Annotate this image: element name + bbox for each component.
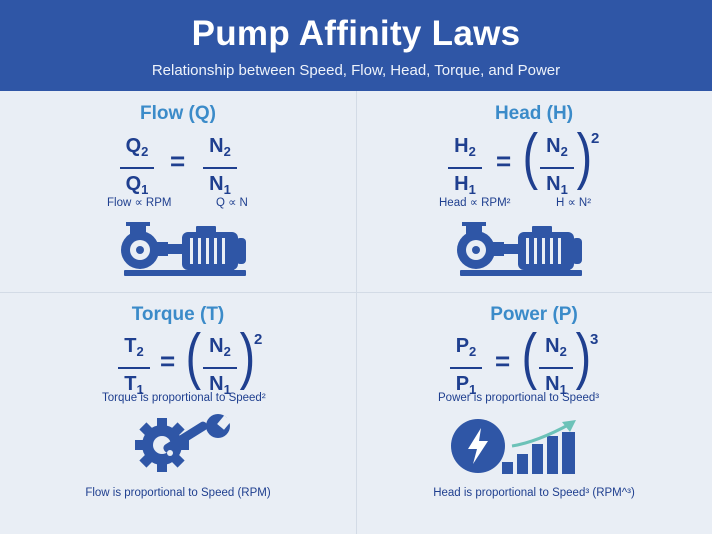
flow-equals: = [170, 146, 186, 176]
torque-ratio-left: T2 T1 [118, 334, 150, 402]
header-banner: Pump Affinity Laws Relationship between … [0, 0, 712, 91]
power-equals: = [495, 346, 511, 376]
power-ratio-right: N2 N1 [539, 334, 573, 402]
torque-right-paren: ) [239, 322, 256, 391]
torque-note: Torque is proportional to Speed² [102, 392, 266, 404]
flow-ratio-left: Q2 Q1 [120, 134, 154, 202]
head-left-paren: ( [522, 122, 539, 191]
head-right-paren: ) [576, 122, 593, 191]
lightning-bolt-icon [451, 419, 505, 473]
power-right-paren: ) [575, 322, 592, 391]
torque-ratio-right: N2 N1 [203, 334, 237, 402]
power-caption: Head is proportional to Speed³ (RPM^³) [433, 487, 635, 499]
head-ratio-right: N2 N1 [540, 134, 574, 202]
vertical-divider [356, 91, 357, 534]
torque-caption: Flow is proportional to Speed (RPM) [85, 487, 271, 499]
pump-motor-icon [121, 222, 246, 276]
torque-title: Torque (T) [131, 304, 225, 325]
power-note: Power is proportional to Speed³ [438, 392, 600, 404]
flow-note-left: Flow ∝ RPM [107, 197, 172, 209]
horizontal-divider [0, 292, 712, 293]
head-ratio-left: H2 H1 [448, 134, 482, 202]
head-note-left: Head ∝ RPM² [439, 197, 511, 209]
power-ratio-left: P2 P1 [450, 334, 482, 402]
flow-title: Flow (Q) [140, 103, 216, 124]
power-exponent: 3 [590, 331, 599, 348]
power-title: Power (P) [490, 304, 578, 325]
gear-wrench-icon [135, 414, 232, 472]
power-left-paren: ( [521, 322, 538, 391]
bar-chart-trend-icon [502, 420, 576, 474]
flow-note-right: Q ∝ N [216, 197, 248, 209]
torque-exponent: 2 [254, 331, 263, 348]
pump-motor-icon [457, 222, 582, 276]
torque-left-paren: ( [185, 322, 202, 391]
torque-equals: = [160, 346, 176, 376]
page-title: Pump Affinity Laws [191, 14, 521, 53]
page-subtitle: Relationship between Speed, Flow, Head, … [151, 62, 561, 79]
head-note-right: H ∝ N² [556, 197, 592, 209]
head-equals: = [496, 146, 512, 176]
head-exponent: 2 [591, 130, 600, 147]
flow-ratio-right: N2 N1 [203, 134, 237, 202]
head-title: Head (H) [494, 103, 574, 124]
